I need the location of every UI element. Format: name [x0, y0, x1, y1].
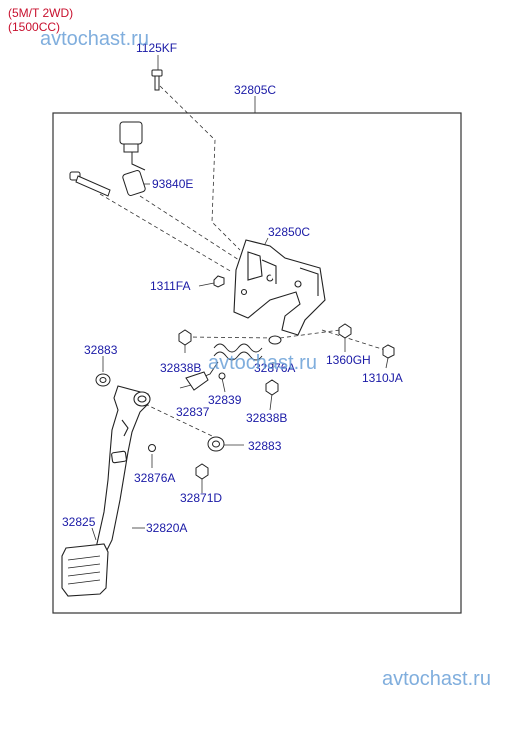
label-1360gh: 1360GH — [326, 353, 371, 367]
pin-32839 — [218, 372, 226, 380]
bushing-32838b-upper — [178, 329, 192, 346]
label-32837: 32837 — [176, 405, 210, 419]
label-32876a-upper: 32876A — [254, 361, 295, 375]
label-1125kf: 1125KF — [136, 41, 177, 55]
stopper-32876a-lower — [148, 444, 156, 452]
bolt-1125kf — [151, 69, 163, 91]
nut-1310ja — [382, 344, 395, 359]
label-32839: 32839 — [208, 393, 242, 407]
assembly-dash-lines — [99, 85, 386, 437]
label-32838b-upper: 32838B — [160, 361, 201, 375]
label-32820a: 32820A — [146, 521, 187, 535]
washer-32883-right — [207, 436, 225, 452]
pedal-bracket-32850c — [233, 239, 326, 336]
pedal-pad-32825 — [61, 543, 109, 597]
nut-1360gh — [338, 323, 352, 339]
label-32883-left: 32883 — [84, 343, 118, 357]
nut-1311fa — [213, 275, 225, 288]
bushing-32838b-lower — [265, 379, 279, 396]
variant-label-engine: (1500CC) — [8, 20, 61, 34]
label-32805c: 32805C — [234, 83, 276, 97]
watermark-middle: avtochast.ru — [208, 352, 317, 374]
watermark-top: avtochast.ru — [40, 28, 149, 50]
label-32871d: 32871D — [180, 491, 222, 505]
variant-label-transmission: (5M/T 2WD) — [8, 6, 74, 20]
label-93840e: 93840E — [152, 177, 193, 191]
label-32876a-lower: 32876A — [134, 471, 175, 485]
pushrod — [69, 171, 111, 197]
link-32837 — [185, 371, 209, 391]
label-32850c: 32850C — [268, 225, 310, 239]
label-1310ja: 1310JA — [362, 371, 403, 385]
nut-32871d — [195, 463, 209, 480]
label-1311fa: 1311FA — [150, 279, 190, 293]
stopper-32876a-upper — [268, 335, 282, 345]
stop-lamp-switch-93840e — [119, 121, 146, 196]
label-32838b-lower: 32838B — [246, 411, 287, 425]
label-32825: 32825 — [62, 515, 96, 529]
washer-32883-left — [95, 373, 111, 387]
pedal-arm-32820a — [95, 385, 151, 553]
watermark-bottom: avtochast.ru — [382, 668, 491, 690]
assembly-frame — [52, 112, 462, 614]
label-32883-right: 32883 — [248, 439, 282, 453]
